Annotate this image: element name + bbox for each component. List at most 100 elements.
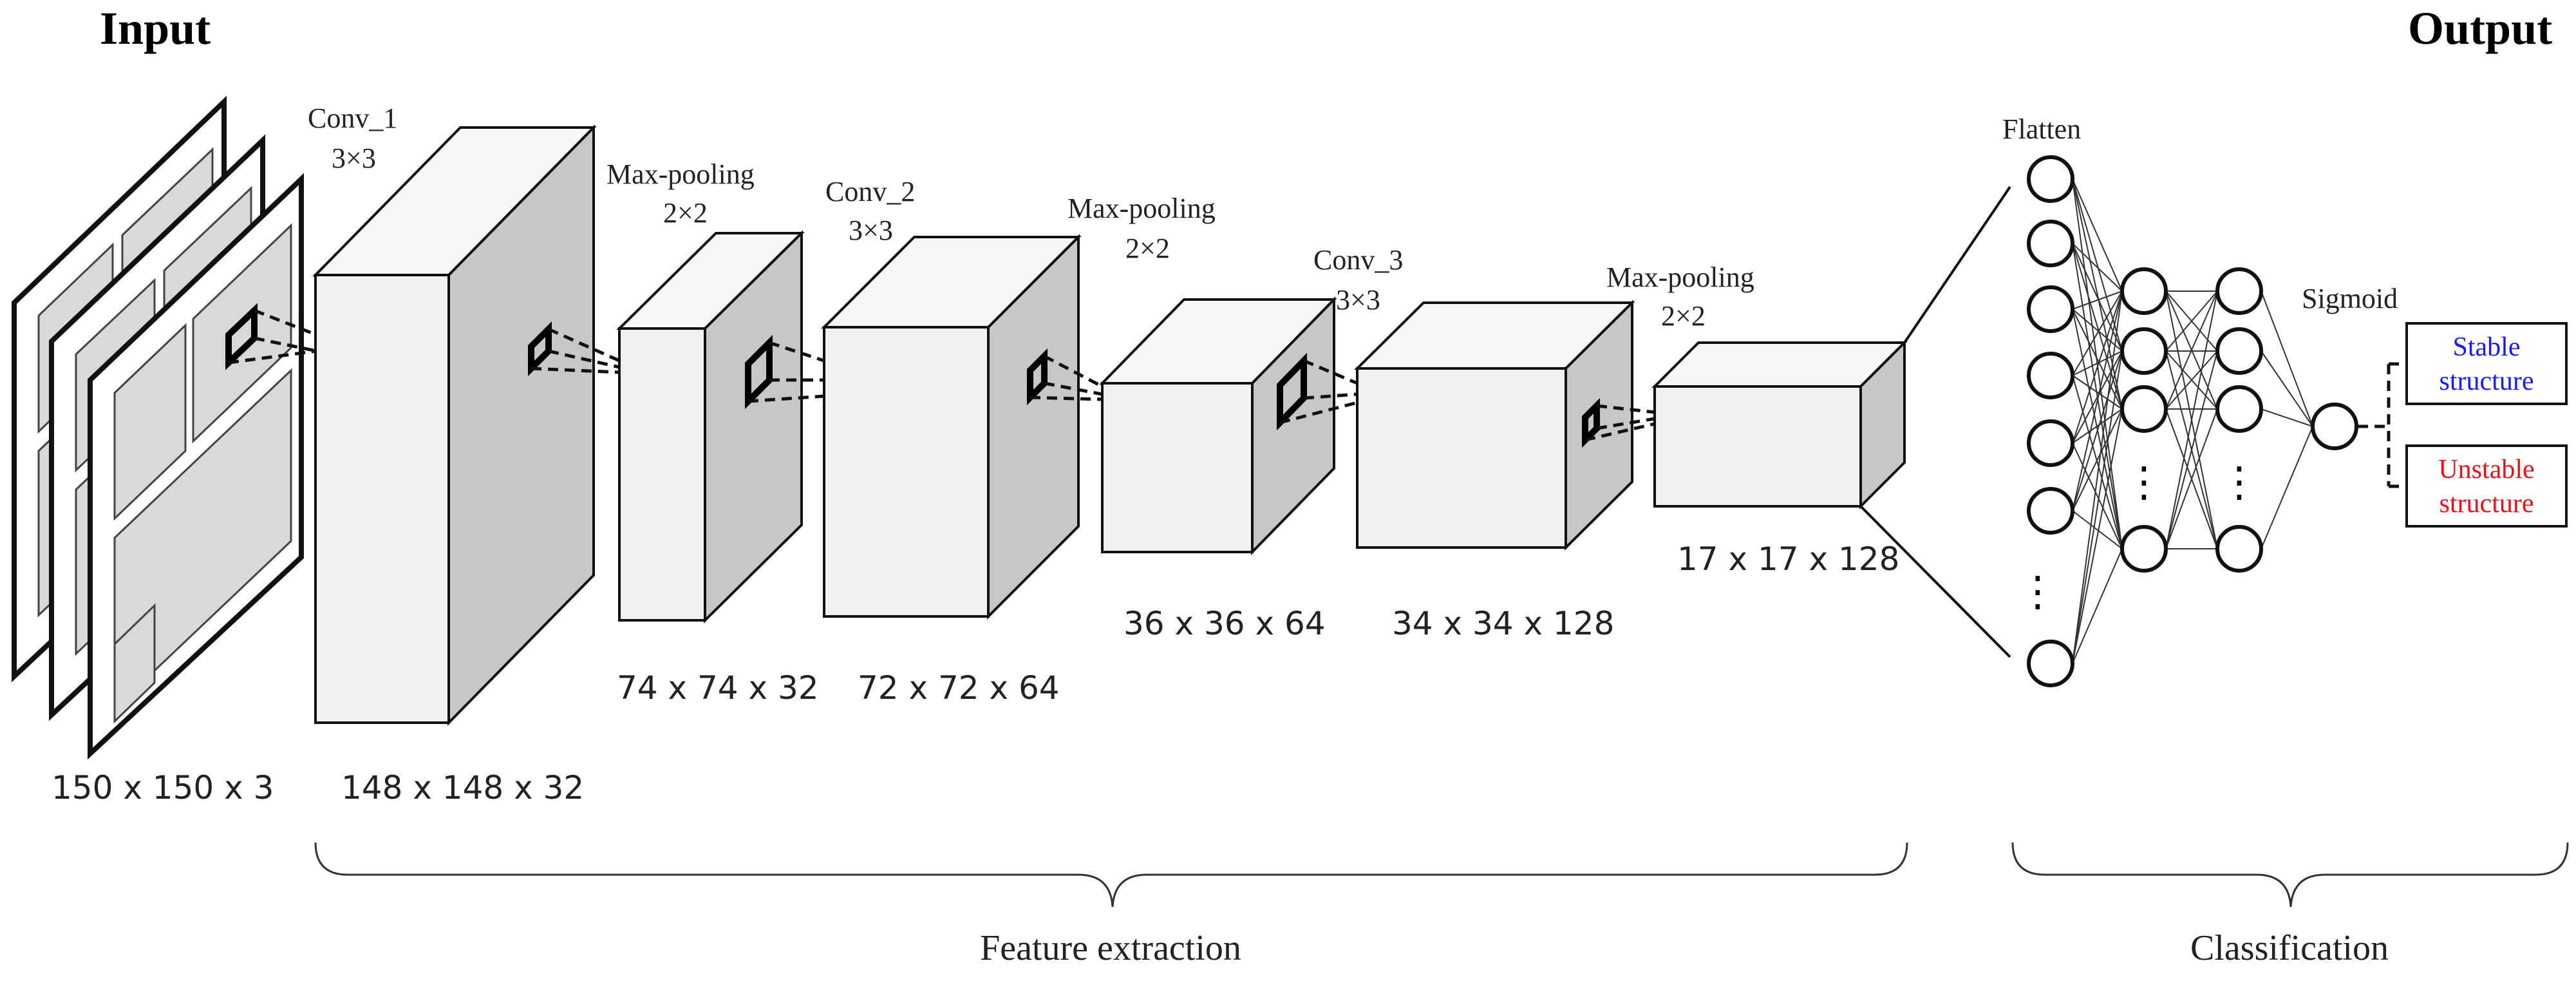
input-heading: Input [100,3,211,54]
pool2-name: Max-pooling [1067,193,1216,224]
conv2-kernel: 3×3 [849,214,893,246]
fc-edge [2072,243,2123,292]
hidden1-neuron [2120,385,2168,433]
fc-edge [2165,290,2218,410]
hidden1-neuron [2120,327,2168,375]
conv3-dims: 34 x 34 x 128 [1392,605,1614,642]
input-dims: 150 x 150 x 3 [52,769,274,806]
pool1-block [616,230,805,624]
hidden1-ellipsis: ⋮ [2123,459,2165,506]
fc-edge [2072,309,2123,352]
pool1-name: Max-pooling [606,158,755,190]
input-image-stack [12,95,304,760]
flatten-funnel-bottom [1859,505,2011,658]
input-channel-3 [88,173,304,760]
fc-edge [2261,426,2313,549]
fc-edge [2072,290,2123,444]
conv3-block [1354,300,1635,551]
flatten-neuron [2027,640,2074,687]
flatten-neuron [2027,285,2074,333]
flatten-neuron [2027,419,2074,467]
hidden2-neuron [2215,385,2263,433]
fc-edge [2072,408,2123,511]
output-unstable-line1: Unstable [2438,455,2534,484]
pool2-kernel: 2×2 [1125,233,1170,264]
classification-label: Classification [2190,928,2389,968]
pool2-dims: 36 x 36 x 64 [1123,605,1326,642]
conv1-kernel: 3×3 [332,142,376,174]
flatten-neuron [2027,352,2074,399]
pool3-block [1651,339,1908,510]
fc-edge [2072,309,2123,410]
hidden2-neuron [2215,267,2263,315]
conv1-name: Conv_1 [308,102,397,134]
fc-edge [2072,290,2123,376]
conv1-dims: 148 x 148 x 32 [341,769,584,806]
conv3-kernel: 3×3 [1336,284,1380,316]
conv2-name: Conv_2 [825,176,915,207]
sigmoid-label: Sigmoid [2302,283,2398,314]
fc-edge [2072,408,2123,444]
pool1-dims: 74 x 74 x 32 [617,669,819,707]
fc-edge [2072,290,2123,511]
fc-edge [2072,290,2123,664]
fc-edge [2165,408,2218,549]
fc-edge [2072,178,2123,410]
conv3-name: Conv_3 [1313,244,1403,276]
fc-edge [2261,350,2313,427]
fc-edge [2072,243,2123,410]
pool2-block [1099,296,1337,555]
fc-edge [2072,350,2123,444]
flatten-neuron [2027,220,2074,267]
output-stable-box: Stable structure [2405,322,2568,405]
flatten-ellipsis: ⋮ [2017,568,2058,616]
output-stable-line1: Stable [2453,332,2521,362]
pool3-name: Max-pooling [1606,262,1754,293]
feature-extraction-brace [314,842,1908,908]
flatten-funnel-top [1903,186,2011,344]
fc-edge [2072,178,2123,292]
flatten-label: Flatten [2002,113,2081,145]
conv2-dims: 72 x 72 x 64 [858,669,1060,707]
fc-edge [2072,350,2123,511]
fc-edge [2072,350,2123,664]
hidden2-neuron [2215,327,2263,375]
output-heading: Output [2408,3,2552,54]
flatten-neuron [2027,487,2074,535]
fc-edge [2165,290,2218,549]
hidden2-neuron [2215,525,2263,573]
output-stable-line2: structure [2440,367,2534,396]
fc-edge [2072,510,2123,549]
pool1-kernel: 2×2 [663,197,708,229]
feature-extraction-label: Feature extraction [980,928,1241,968]
pool3-kernel: 2×2 [1661,300,1706,332]
hidden1-neuron [2120,267,2168,315]
fc-edge [2072,290,2123,310]
fc-edge [2165,350,2218,549]
classification-brace [2011,842,2569,908]
fc-edge [2072,408,2123,664]
hidden1-neuron [2120,525,2168,573]
fc-edge [2072,548,2123,664]
fc-edges [2072,178,2313,664]
fc-edge [2072,375,2123,549]
fc-edge [2072,443,2123,549]
output-branch-lines [2358,362,2407,488]
output-unstable-box: Unstable structure [2405,444,2568,528]
conv2-block [821,234,1082,620]
fc-edge [2261,290,2313,427]
fc-edge [2072,375,2123,410]
flatten-neuron [2027,155,2074,203]
pool3-dims: 17 x 17 x 128 [1677,540,1899,578]
sigmoid-neuron [2311,403,2358,450]
fc-edge [2072,178,2123,352]
output-unstable-line2: structure [2440,489,2534,519]
hidden2-ellipsis: ⋮ [2219,459,2260,506]
fc-edge [2165,290,2218,352]
conv1-block [312,124,597,726]
fc-edge [2261,408,2313,427]
fc-edge [2165,350,2218,410]
fc-edge [2072,243,2123,352]
fully-connected-network [2027,155,2358,687]
